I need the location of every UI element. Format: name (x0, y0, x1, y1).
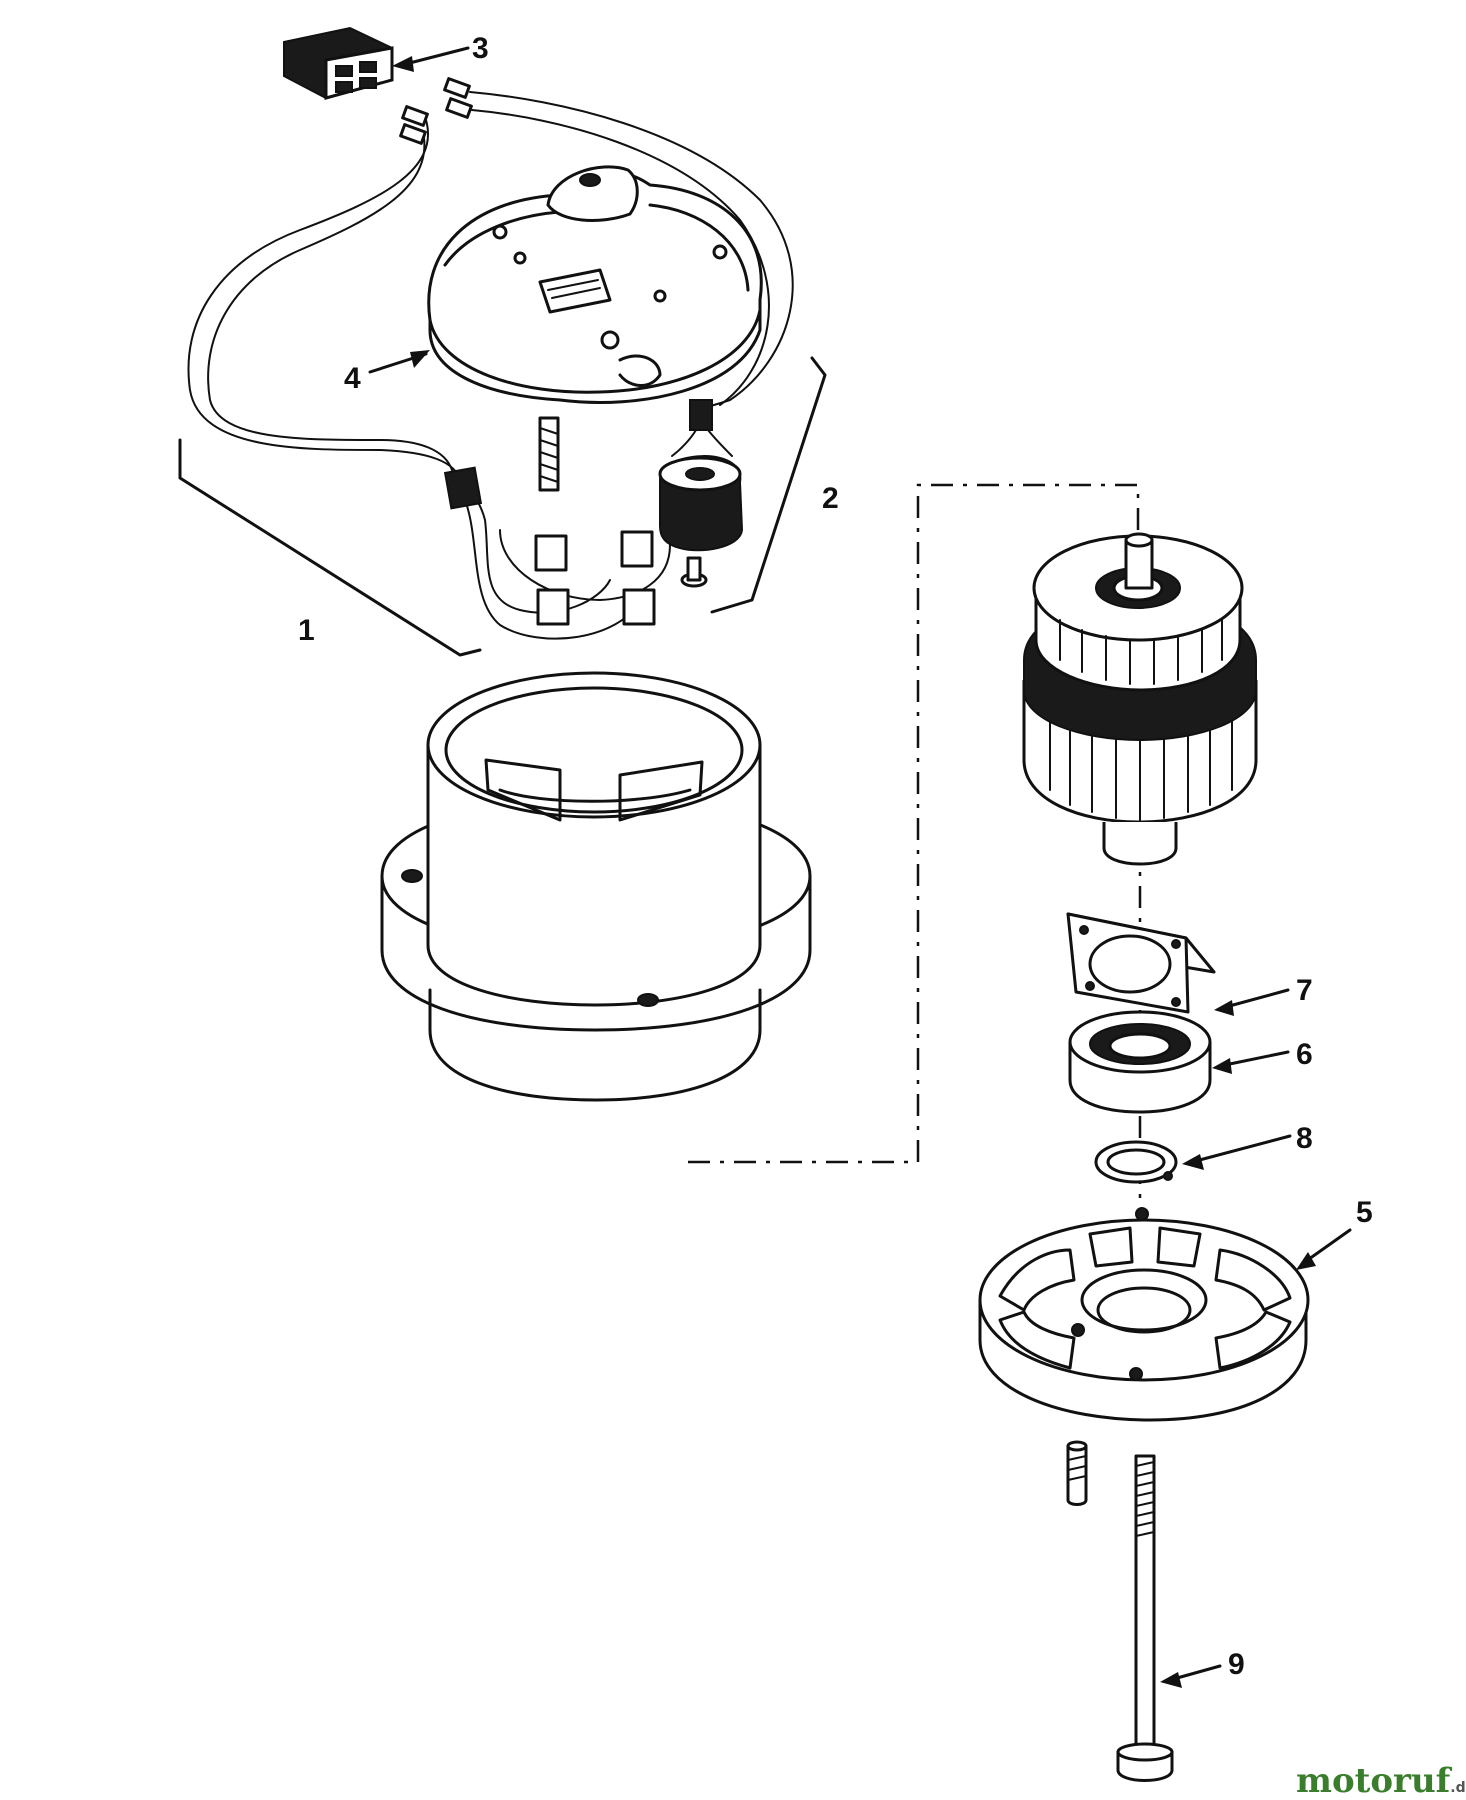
watermark-logo: motoruf.de (1296, 1761, 1466, 1800)
screw (680, 556, 708, 588)
end-bracket-windows (998, 1226, 1292, 1370)
through-bolt (1116, 1454, 1174, 1782)
watermark-text: motoruf (1296, 1761, 1453, 1800)
callout-numbers: 3 4 2 1 7 6 8 5 9 (298, 32, 1373, 1681)
mounting-screw (1066, 1440, 1088, 1506)
brush-spring (538, 416, 560, 492)
callout-2: 2 (822, 482, 839, 515)
ball-bearing (1068, 1010, 1212, 1114)
brush-assembly (499, 399, 744, 626)
callout-5: 5 (1356, 1196, 1373, 1229)
carbon-brushes (534, 530, 656, 626)
watermark-suffix: .de (1450, 1780, 1466, 1796)
wire-harness (187, 77, 794, 640)
callout-1: 1 (298, 614, 315, 647)
callout-8: 8 (1296, 1122, 1313, 1155)
leader-arrows (368, 46, 1352, 1688)
frame-housing (380, 671, 812, 1102)
callout-4: 4 (344, 362, 361, 395)
callout-7: 7 (1296, 974, 1313, 1007)
commutator-bars (1059, 619, 1223, 685)
end-bracket (978, 1207, 1310, 1422)
capacitor (658, 399, 744, 552)
end-cover (427, 165, 763, 404)
callout-9: 9 (1228, 1648, 1245, 1681)
snap-ring (1094, 1140, 1178, 1184)
bracket-part-2 (710, 356, 827, 614)
svg-text:motoruf.de: motoruf.de (1296, 1761, 1466, 1800)
callout-6: 6 (1296, 1038, 1313, 1071)
gasket-plate (1066, 912, 1216, 1014)
armature (1022, 532, 1258, 866)
callout-3: 3 (472, 32, 489, 65)
bracket-part-1 (178, 438, 482, 657)
alignment-line (688, 483, 1140, 1164)
terminal-block (283, 26, 394, 100)
wire-terminals (399, 77, 473, 145)
